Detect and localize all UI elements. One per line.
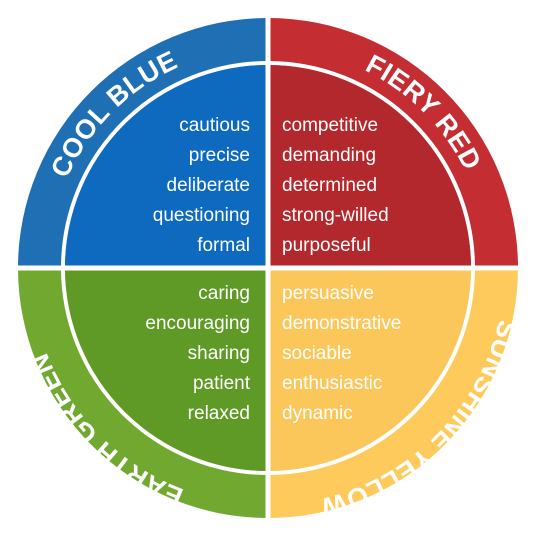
trait-item: enthusiastic: [282, 373, 382, 394]
trait-item: sociable: [282, 343, 352, 364]
trait-item: strong-willed: [282, 205, 389, 226]
trait-item: determined: [282, 175, 377, 196]
earth-green-traits: caring encouraging sharing patient relax…: [145, 283, 250, 424]
trait-item: cautious: [179, 115, 250, 136]
fiery-red-inner: [268, 65, 471, 268]
trait-item: sharing: [188, 343, 250, 364]
trait-item: caring: [198, 283, 250, 304]
trait-item: competitive: [282, 115, 378, 136]
trait-item: deliberate: [167, 175, 250, 196]
fiery-red-traits: competitive demanding determined strong-…: [282, 115, 389, 256]
trait-item: patient: [193, 373, 251, 394]
cool-blue-inner: [65, 65, 268, 268]
trait-item: precise: [189, 145, 250, 166]
trait-item: purposeful: [282, 235, 371, 256]
trait-item: demonstrative: [282, 313, 401, 334]
trait-item: relaxed: [188, 403, 250, 424]
trait-item: persuasive: [282, 283, 374, 304]
sunshine-yellow-traits: persuasive demonstrative sociable enthus…: [282, 283, 401, 424]
trait-item: encouraging: [145, 313, 250, 334]
sunshine-yellow-inner: [268, 268, 471, 471]
trait-item: demanding: [282, 145, 376, 166]
trait-item: dynamic: [282, 403, 353, 424]
trait-item: formal: [197, 235, 250, 256]
cool-blue-traits: cautious precise deliberate questioning …: [153, 115, 250, 256]
trait-item: questioning: [153, 205, 250, 226]
earth-green-inner: [65, 268, 268, 471]
